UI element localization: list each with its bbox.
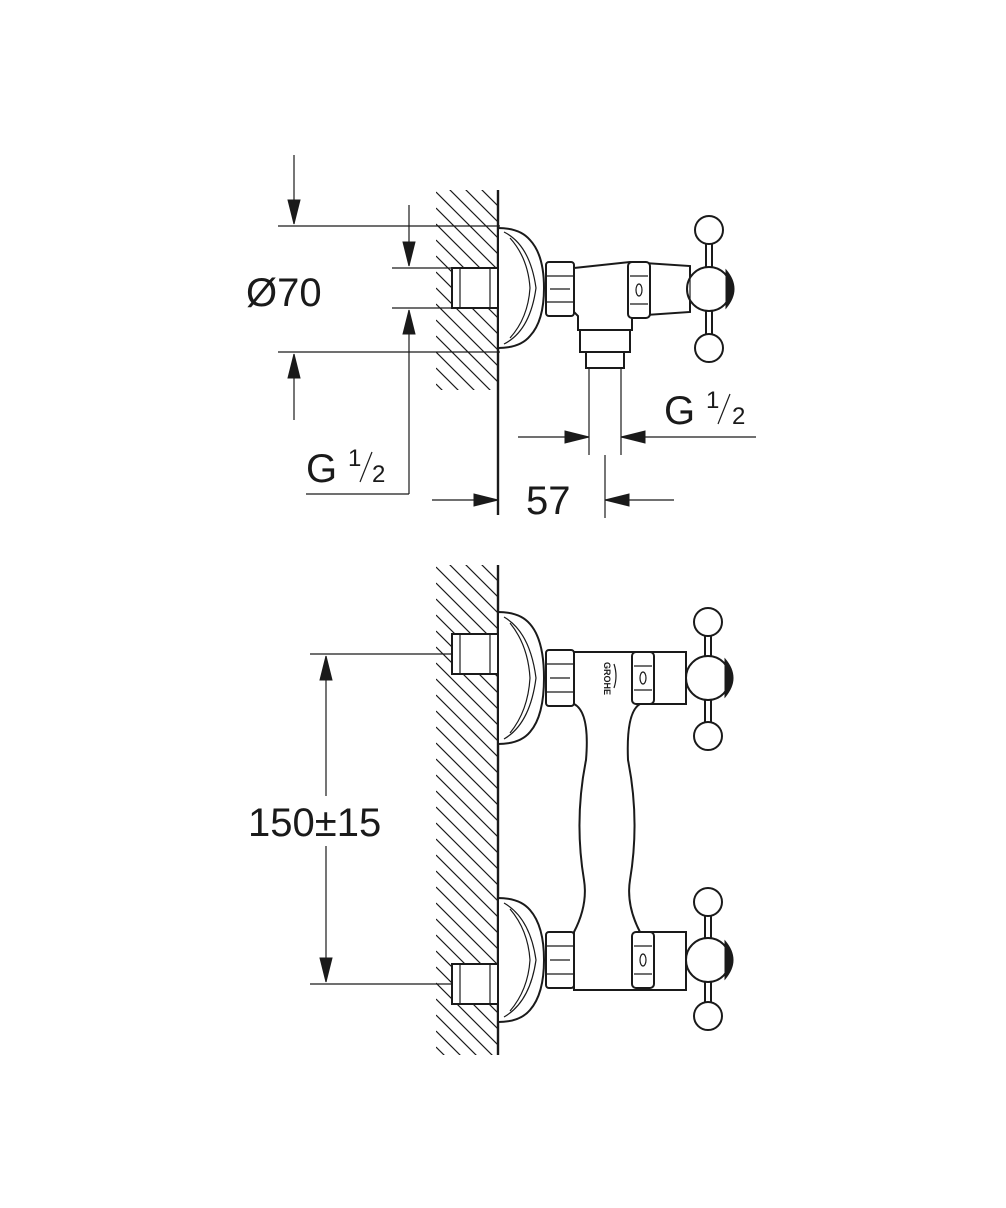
outlet-thread-G: G [664,389,695,433]
hatch-line [436,982,498,1046]
hatch-line [481,190,498,207]
inlet-stub-upper [451,633,499,675]
front-view: GROHE [244,565,734,1173]
cross-handle-lower [685,887,734,1031]
hatch-line [436,742,498,806]
hatch-line [436,678,498,742]
hatch-line [436,207,498,271]
hatch-line [436,335,491,390]
inlet-stub [451,267,499,309]
hatch-line [436,758,498,822]
brand-logo-text: GROHE [602,662,612,695]
hatch-line [436,1014,477,1055]
hatch-line [436,998,493,1055]
depth-label: 57 [526,479,571,523]
hatch-line [449,190,498,239]
inlet-stub-lower [451,963,499,1005]
top-view: Ø70 G 1 2 G 1 2 [246,155,756,523]
inlet-thread-G: G [306,447,337,491]
hatch-line [436,662,498,726]
diameter-label: Ø70 [246,271,322,315]
dim-outlet-thread: G 1 2 [518,387,756,444]
hatch-line [436,838,498,902]
hatch-line [436,870,498,934]
inlet-thread-den: 2 [372,461,385,488]
hatch-line [436,319,498,383]
mixer-body-front: GROHE [573,651,687,991]
rosette-lower [497,896,546,1024]
hatch-line [436,1111,498,1173]
hatch-line [465,565,498,598]
grohe-logo: GROHE [602,662,617,695]
hatch-line [436,806,498,870]
rosette-upper [497,610,546,746]
hatch-line [436,1095,498,1157]
hatch-line [436,432,498,494]
hatch-line [465,190,498,223]
hatch-line [436,854,498,918]
cross-handle-top [686,215,735,363]
cross-handle-upper [685,607,734,751]
hatch-line [436,1079,498,1141]
mixer-body-top [573,260,691,331]
hex-nut-upper [545,649,575,707]
hatch-line [436,822,498,886]
spacing-label: 150±15 [248,801,381,845]
dim-depth: 57 [432,455,674,523]
hatch-line [497,565,498,566]
hatch-line [436,774,498,838]
hex-nut-lower [545,931,575,989]
hatch-line [436,1030,461,1055]
hatch-line [436,191,498,255]
hatch-line [436,416,498,478]
hatch-line [436,902,498,966]
outlet-connection-top [579,329,631,455]
inlet-thread-num: 1 [348,445,361,472]
hatch-line [449,565,498,614]
hatch-line [436,367,459,390]
hatch-line [436,694,498,758]
wall-hatch-top [436,190,498,494]
hatch-line [497,190,498,191]
dim-diameter: Ø70 [246,155,500,420]
outlet-thread-den: 2 [732,403,745,430]
hatch-line [436,646,498,710]
hatch-line [436,710,498,774]
hatch-line [436,400,498,462]
hatch-line [436,1046,445,1055]
dim-spacing: 150±15 [244,653,452,985]
outlet-thread-num: 1 [706,387,719,414]
dim-inlet-thread: G 1 2 [306,205,452,495]
hex-nut-top [545,261,575,317]
hatch-line [436,726,498,790]
hatch-line [436,1063,498,1125]
hatch-line [436,566,498,630]
hatch-line [436,886,498,950]
hatch-line [436,351,475,390]
hatch-line [436,383,443,390]
hatch-line [436,303,498,367]
rosette-top [497,226,546,350]
hatch-line [436,287,498,351]
hatch-line [481,565,498,582]
hatch-line [436,790,498,854]
wall-hatch-front [436,565,498,1173]
